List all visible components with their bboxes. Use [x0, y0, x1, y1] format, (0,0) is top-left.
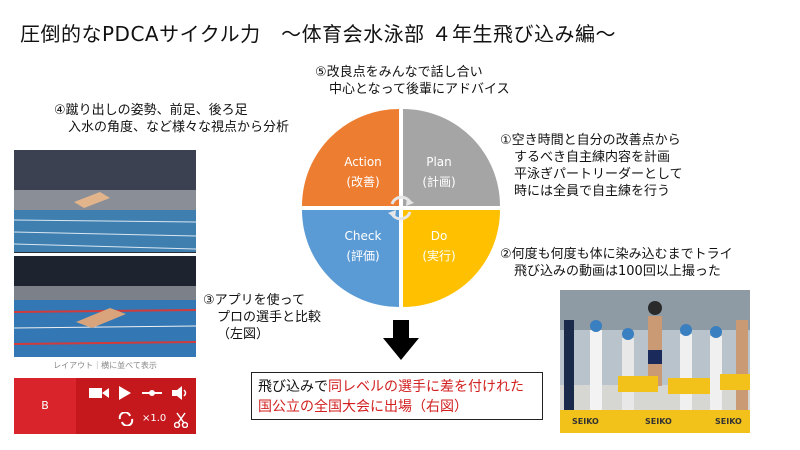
note-step5-line1: ⑤改良点をみんなで話し合い — [315, 65, 483, 80]
quadrant-plan — [403, 109, 500, 206]
result-line1-highlight: 同レベルの選手に差を付けれた — [328, 379, 524, 395]
label-do-jp: (実行) — [422, 248, 455, 263]
note-step2: ②何度も何度も体に染み込むまでトライ 飛び込みの動画は100回以上撮った — [500, 246, 733, 280]
note-step1-line4: 時には全員で自主練を行う — [514, 184, 671, 199]
play-icon[interactable] — [118, 385, 132, 405]
note-step1-line3: 平泳ぎパートリーダーとして — [514, 167, 683, 182]
result-line2: 国公立の全国大会に出場（右図） — [258, 399, 468, 415]
pdca-cycle-diagram: Action (改善) Plan (計画) Check (評価) Do (実行) — [302, 109, 500, 307]
result-line1-prefix: 飛び込みで — [258, 379, 328, 395]
note-step3-line2: プロの選手と比較 — [217, 310, 322, 325]
note-step3-line3: （左図） — [217, 327, 270, 342]
video-control-bar: B ×1.0 — [14, 378, 196, 434]
note-step5-line2: 中心となって後輩にアドバイス — [329, 82, 510, 97]
competition-photo: SEIKO SEIKO SEIKO — [560, 290, 750, 433]
result-box: 飛び込みで同レベルの選手に差を付けれた 国公立の全国大会に出場（右図） — [251, 372, 543, 420]
sponsor-sign-mid: SEIKO — [645, 417, 672, 426]
note-step2-line1: ②何度も何度も体に染み込むまでトライ — [500, 247, 733, 262]
quadrant-do — [403, 210, 500, 307]
quadrant-check — [302, 210, 399, 307]
pool-comparison-photo — [14, 150, 196, 357]
note-step2-line2: 飛び込みの動画は100回以上撮った — [514, 264, 721, 279]
label-check: Check — [345, 229, 382, 243]
b-button[interactable]: B — [14, 378, 76, 434]
down-arrow-icon — [383, 320, 419, 360]
note-step4: ④蹴り出しの姿勢、前足、後ろ足 入水の角度、など様々な視点から分析 — [54, 102, 289, 136]
label-action: Action — [344, 155, 382, 169]
note-step3: ③アプリを使って プロの選手と比較 （左図） — [203, 292, 321, 343]
video-camera-icon[interactable] — [89, 386, 109, 404]
slider-icon[interactable] — [142, 386, 162, 404]
repeat-icon[interactable] — [118, 411, 134, 430]
sponsor-sign-right: SEIKO — [715, 417, 742, 426]
label-do: Do — [431, 229, 448, 243]
scissors-icon[interactable] — [173, 412, 189, 432]
label-check-jp: (評価) — [346, 248, 379, 263]
cycle-arrows-icon — [388, 195, 414, 221]
result-line1: 飛び込みで同レベルの選手に差を付けれた — [258, 376, 524, 396]
note-step1-line2: するべき自主練内容を計画 — [514, 150, 671, 165]
note-step1: ①空き時間と自分の改善点から するべき自主練内容を計画 平泳ぎパートリーダーとし… — [500, 132, 683, 200]
quadrant-action — [302, 109, 399, 206]
label-action-jp: (改善) — [346, 174, 379, 189]
note-step3-line1: ③アプリを使って — [203, 293, 306, 308]
label-plan-jp: (計画) — [422, 174, 455, 189]
label-plan: Plan — [426, 155, 452, 169]
sponsor-sign-left: SEIKO — [572, 417, 599, 426]
note-step1-line1: ①空き時間と自分の改善点から — [500, 133, 681, 148]
note-step4-line1: ④蹴り出しの姿勢、前足、後ろ足 — [54, 103, 248, 118]
page-title: 圧倒的なPDCAサイクル力 ～体育会水泳部 ４年生飛び込み編～ — [20, 22, 616, 46]
speaker-icon[interactable] — [172, 386, 188, 404]
note-step5: ⑤改良点をみんなで話し合い 中心となって後輩にアドバイス — [315, 64, 510, 98]
note-step4-line2: 入水の角度、など様々な視点から分析 — [68, 120, 290, 135]
speed-label[interactable]: ×1.0 — [142, 413, 167, 424]
photo-caption: レイアウト｜横に並べて表示 — [53, 361, 157, 370]
